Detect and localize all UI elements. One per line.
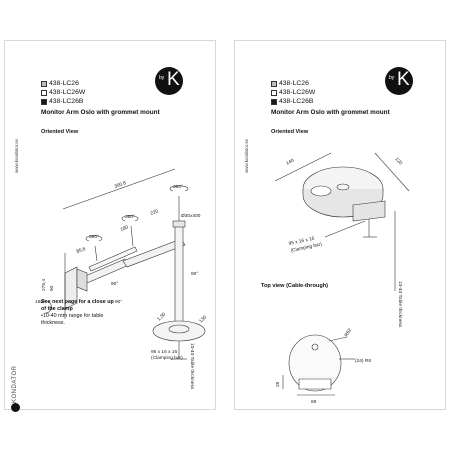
product-code-row: 438-LC26 bbox=[41, 79, 85, 88]
brand-logo-icon: by K bbox=[155, 67, 183, 95]
vesa-label: Ø30x400 bbox=[181, 213, 201, 219]
tilt-label: 90° bbox=[191, 271, 198, 277]
angle-label: 90° bbox=[111, 281, 118, 287]
table-thickness-label: 10-40 Table thickness bbox=[189, 343, 195, 390]
product-code-row: 438-LC26B bbox=[271, 97, 315, 106]
color-swatch bbox=[271, 80, 277, 87]
table-thickness-label: 10-40 Table thickness bbox=[397, 281, 403, 328]
product-codes: 438-LC26 438-LC26W 438-LC26B bbox=[271, 79, 315, 106]
product-code-row: 438-LC26W bbox=[41, 88, 85, 97]
dim-radius-small: (24) R8 bbox=[355, 358, 371, 364]
dim-radius: R62 bbox=[344, 327, 354, 338]
product-code-row: 438-LC26 bbox=[271, 79, 315, 88]
page-right: www.kondator.se 438-LC26 438-LC26W 438-L… bbox=[234, 40, 446, 410]
color-swatch bbox=[41, 80, 47, 87]
product-title: Monitor Arm Oslo with grommet mount bbox=[271, 109, 390, 116]
monitor-arm-drawing: 300,8 220 180 85,6 360° 360° 360° 180° Ø… bbox=[35, 168, 208, 390]
section-heading: Oriented View bbox=[41, 129, 79, 135]
color-swatch bbox=[41, 89, 47, 96]
dim-base-depth: 120 bbox=[394, 156, 404, 166]
dim-width-plate: 85,6 bbox=[76, 246, 87, 255]
product-codes: 438-LC26 438-LC26W 438-LC26B bbox=[41, 79, 85, 106]
kondator-logo-icon bbox=[11, 403, 20, 412]
rotation-label: 180° bbox=[35, 299, 45, 305]
page-left: www.kondator.se 438-LC26 438-LC26W 438-L… bbox=[4, 40, 216, 412]
dim-base: 1,30 bbox=[156, 311, 167, 322]
rotation-label: 360° bbox=[89, 234, 99, 240]
clamp-note: See next page for a close up of the clam… bbox=[41, 299, 114, 326]
product-code-row: 438-LC26W bbox=[271, 88, 315, 97]
product-title: Monitor Arm Oslo with grommet mount bbox=[41, 109, 160, 116]
rotation-label: 360° bbox=[125, 214, 135, 220]
product-code-row: 438-LC26B bbox=[41, 97, 85, 106]
dim-height: 90 bbox=[49, 285, 55, 291]
dim-base: 130 bbox=[198, 314, 208, 324]
dim-width-total: 300,8 bbox=[114, 180, 128, 190]
brand-name: KONDATOR bbox=[12, 365, 18, 403]
dim-slot-height: 25 bbox=[275, 381, 281, 387]
angle-label: 90° bbox=[115, 299, 122, 305]
clamp-bar-label: (Clamping bar) bbox=[151, 355, 183, 361]
dim-height: 275,4 bbox=[41, 279, 47, 291]
dim-base-width: 140 bbox=[285, 158, 295, 167]
clamp-dims: 95 x 16 x 16 bbox=[288, 236, 315, 247]
dim-width-inner: 180 bbox=[120, 224, 130, 232]
dim-slot-width: 69 bbox=[311, 399, 317, 405]
color-swatch bbox=[271, 89, 277, 96]
rotation-label: 360° bbox=[173, 184, 183, 190]
section-heading: Oriented View bbox=[271, 129, 309, 135]
brand-logo-icon: by K bbox=[385, 67, 413, 95]
clamp-dims: 95 x 16 x 16 bbox=[151, 349, 177, 355]
grommet-base-drawing: 140 120 95 x 16 x 16 (Clamping bar) 10-4… bbox=[274, 152, 410, 405]
color-swatch bbox=[41, 98, 47, 105]
top-view-heading: Top view (Cable-through) bbox=[261, 283, 329, 289]
color-swatch bbox=[271, 98, 277, 105]
dim-width-arm: 220 bbox=[150, 208, 160, 216]
